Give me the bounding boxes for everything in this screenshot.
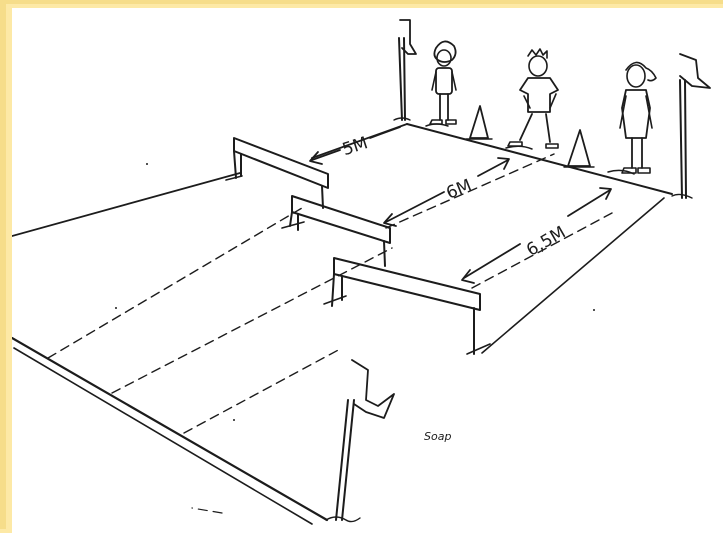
distance-label-6m: 6M [443,176,474,204]
distance-label-6-5m: 6,5M [523,223,569,261]
hurdle-1 [225,137,329,209]
illustration-canvas: 5M 6M 6,5M [12,8,723,533]
distance-marker-1: 5M [309,126,401,165]
flag-bottom [325,359,395,523]
child-middle [507,48,559,149]
lane-lines [47,153,613,514]
flag-top-left [393,19,417,121]
cone-2 [563,129,595,168]
track-outline [12,123,673,525]
cone-1 [465,105,493,140]
artist-signature: Soap [424,430,451,443]
flag-top-right [671,53,711,199]
hurdle-2 [281,195,391,267]
child-left [429,40,457,125]
ink-specks [115,163,595,421]
start-line-scribbles [425,123,635,175]
distance-marker-3: 6,5M [461,187,612,284]
distance-label-5m: 5M [340,133,370,160]
relay-course-drawing: 5M 6M 6,5M [12,19,711,525]
hurdle-3 [323,257,491,355]
distance-marker-2: 6M [383,157,510,227]
child-right [619,61,657,174]
